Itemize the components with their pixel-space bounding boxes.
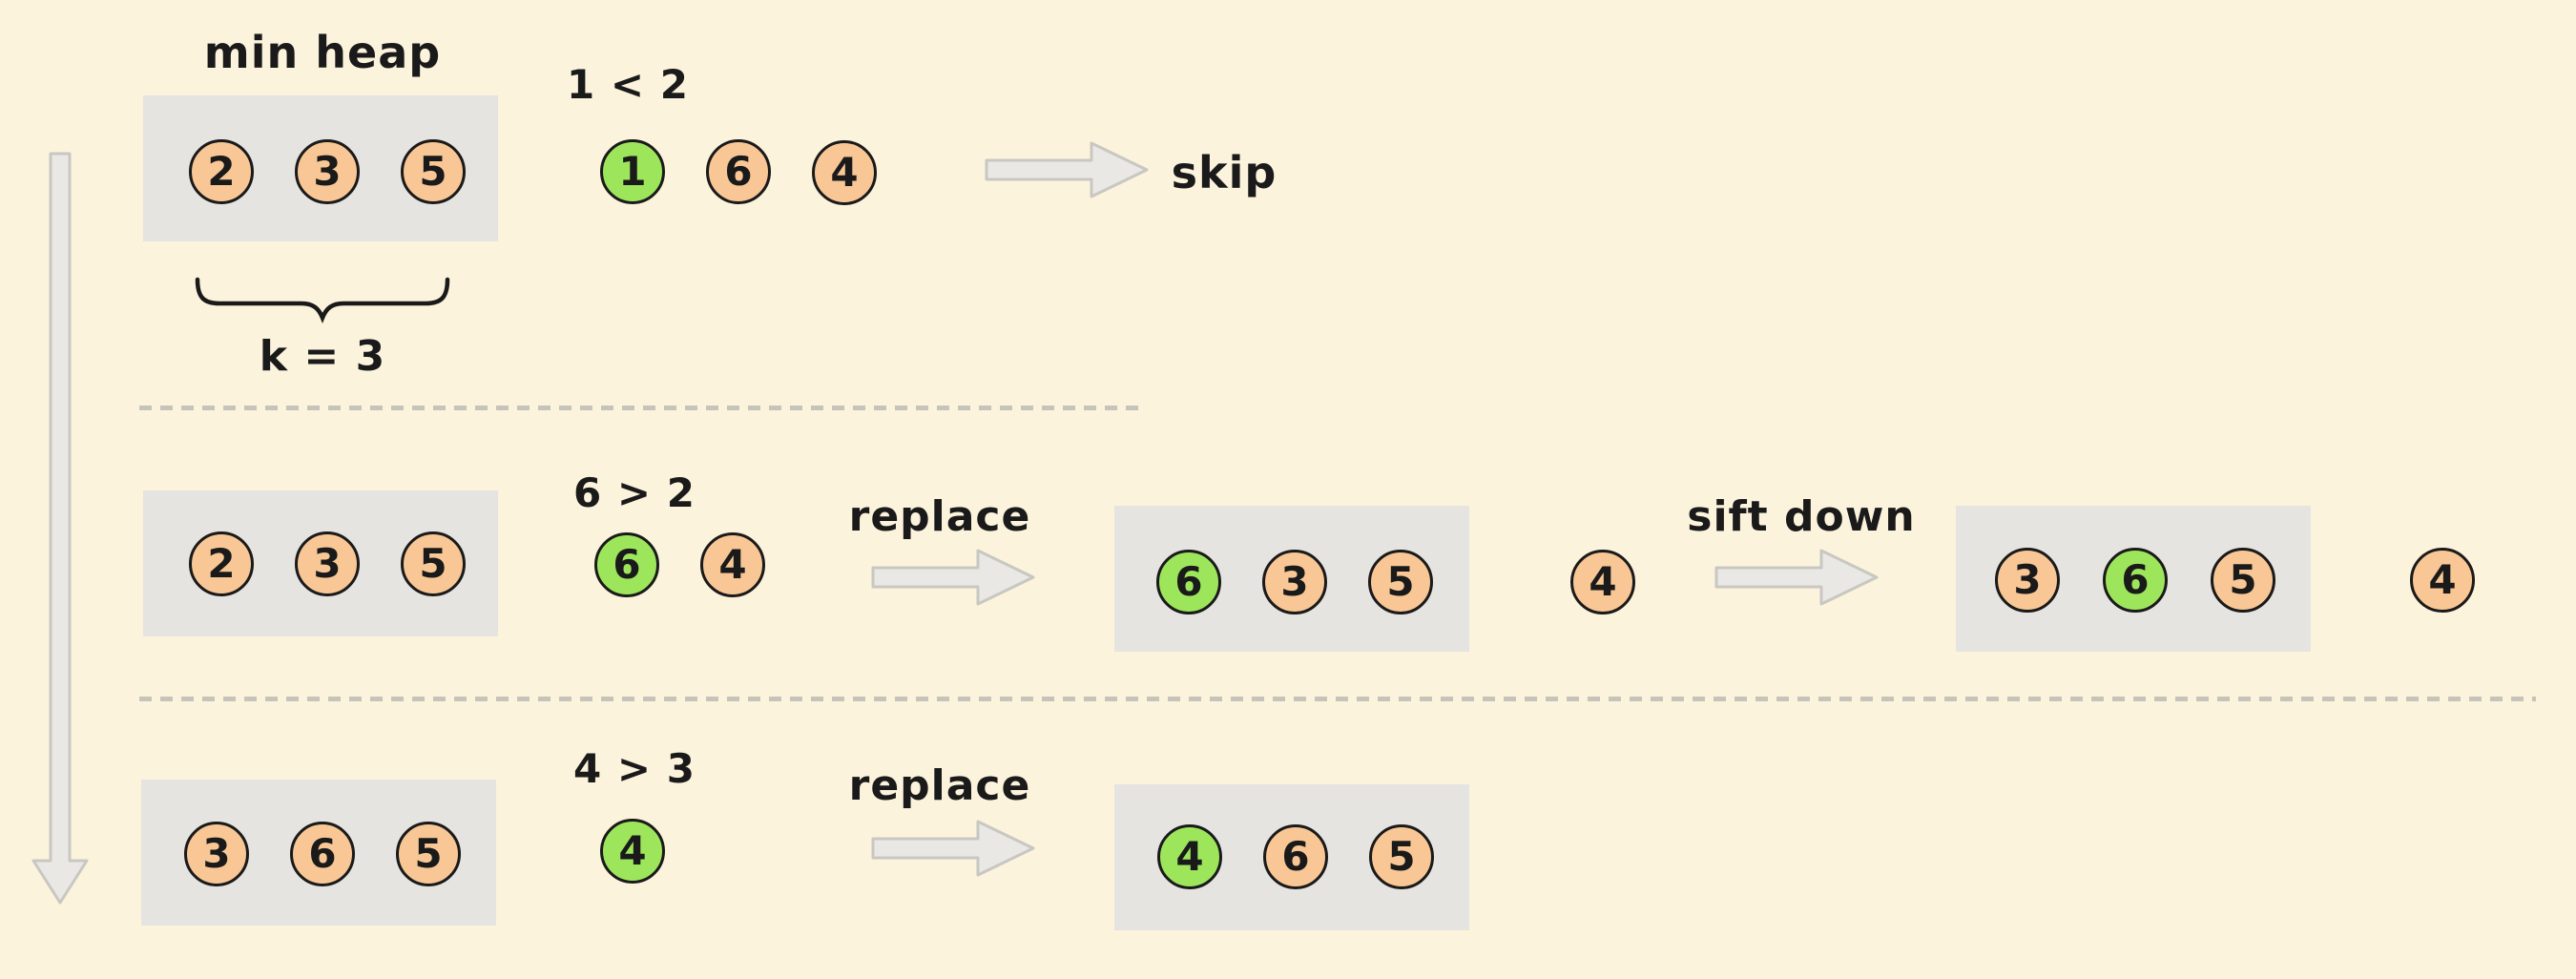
step-divider <box>139 406 1139 410</box>
incoming-node: 4 <box>600 819 665 884</box>
incoming-node: 4 <box>812 140 877 205</box>
heap-node: 6 <box>2103 548 2168 613</box>
timeline-down-arrow-icon <box>31 152 89 905</box>
heap-node: 2 <box>189 139 254 204</box>
incoming-node: 6 <box>706 139 771 204</box>
heap-node: 6 <box>290 822 355 886</box>
incoming-node: 6 <box>594 532 659 597</box>
heap-node: 5 <box>396 822 461 886</box>
heap-node: 3 <box>295 139 360 204</box>
heap-node: 6 <box>1263 824 1328 889</box>
right-arrow-icon <box>1714 549 1879 606</box>
right-arrow-icon <box>985 141 1149 198</box>
pending-node: 4 <box>2410 548 2475 613</box>
k-label: k = 3 <box>259 332 386 381</box>
heap-node: 5 <box>2211 548 2275 613</box>
condition-label: 4 > 3 <box>573 745 696 792</box>
right-arrow-icon <box>871 549 1035 606</box>
heap-node: 3 <box>295 531 360 596</box>
heap-node: 2 <box>189 531 254 596</box>
k-brace-icon <box>195 277 450 324</box>
heap-node: 5 <box>401 139 466 204</box>
condition-label: 1 < 2 <box>567 61 689 108</box>
heap-node: 3 <box>1995 548 2060 613</box>
right-arrow-icon <box>871 820 1035 877</box>
action-label: replace <box>848 492 1031 541</box>
action-label: replace <box>848 761 1031 810</box>
condition-label: 6 > 2 <box>573 469 696 516</box>
heap-node: 4 <box>1157 824 1222 889</box>
pending-node: 4 <box>1570 550 1635 614</box>
step-divider <box>139 697 2536 701</box>
heap-node: 5 <box>1368 550 1433 614</box>
action-label: skip <box>1171 147 1278 198</box>
heap-node: 3 <box>1262 550 1327 614</box>
action-label: sift down <box>1687 492 1916 541</box>
incoming-node: 1 <box>600 139 665 204</box>
heap-node: 3 <box>184 822 249 886</box>
incoming-node: 4 <box>700 532 765 597</box>
heap-node: 6 <box>1156 550 1221 614</box>
heap-node: 5 <box>1369 824 1434 889</box>
heap-title: min heap <box>203 27 442 78</box>
heap-node: 5 <box>401 531 466 596</box>
